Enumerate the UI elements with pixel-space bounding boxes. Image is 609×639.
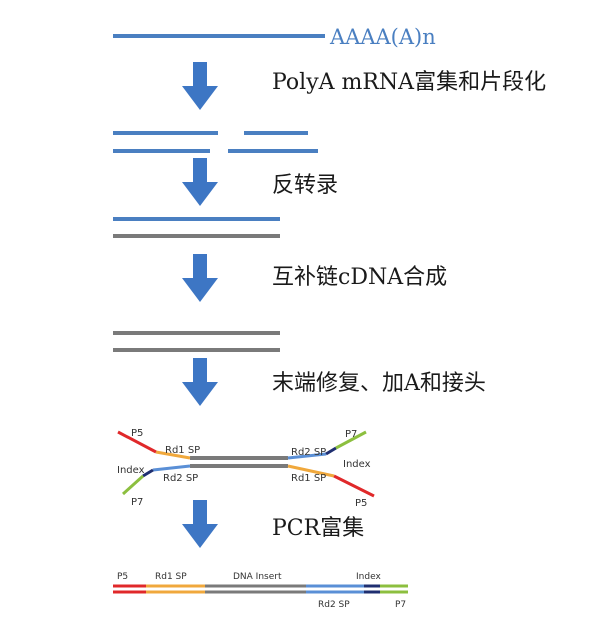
step-4-label: 末端修复、加A和接头 (272, 371, 486, 396)
label-index-right: Index (343, 459, 371, 470)
rd2-sp-bottom-left (152, 464, 191, 472)
p7-top-right (335, 430, 367, 450)
adapter-ligated-fragment: P5 Rd1 SP Index Rd2 SP P7 P7 Rd2 SP Inde… (117, 428, 375, 509)
step-1-label: PolyA mRNA富集和片段化 (272, 70, 546, 95)
label-p5-top: P5 (131, 428, 143, 439)
p5-top (117, 430, 157, 454)
step-5-label: PCR富集 (272, 516, 364, 541)
lib-label-p7: P7 (395, 600, 406, 610)
p7-bottom-left (121, 474, 145, 496)
label-p5-bottom: P5 (355, 498, 367, 509)
down-arrow-icon (182, 358, 218, 406)
label-p7-bottom: P7 (131, 497, 143, 508)
rd1-sp-top (155, 450, 191, 460)
label-rd1-top: Rd1 SP (165, 445, 200, 456)
p5-bottom-right (333, 474, 375, 498)
index-right (325, 446, 337, 456)
label-p7-top: P7 (345, 429, 357, 440)
label-rd1-bottom: Rd1 SP (291, 473, 326, 484)
index-left (142, 468, 154, 478)
step-3-label: 互补链cDNA合成 (272, 265, 447, 290)
down-arrow-icon (182, 62, 218, 110)
lib-label-insert: DNA Insert (233, 572, 282, 582)
down-arrow-icon (182, 500, 218, 548)
lib-label-index: Index (356, 572, 381, 582)
label-rd2-bottom: Rd2 SP (163, 473, 198, 484)
rd1-sp-bottom-right (287, 464, 335, 478)
lib-label-rd1: Rd1 SP (155, 572, 187, 582)
lib-label-p5: P5 (117, 572, 128, 582)
polya-label: AAAA(A)n (329, 25, 436, 49)
lib-label-rd2: Rd2 SP (318, 600, 350, 610)
step-2-label: 反转录 (272, 173, 338, 198)
down-arrow-icon (182, 158, 218, 206)
label-rd2-top: Rd2 SP (291, 447, 326, 458)
final-library: P5 Rd1 SP DNA Insert Index Rd2 SP P7 (113, 572, 408, 610)
down-arrow-icon (182, 254, 218, 302)
rd2-sp-top-right (287, 452, 327, 460)
label-index-left: Index (117, 465, 145, 476)
